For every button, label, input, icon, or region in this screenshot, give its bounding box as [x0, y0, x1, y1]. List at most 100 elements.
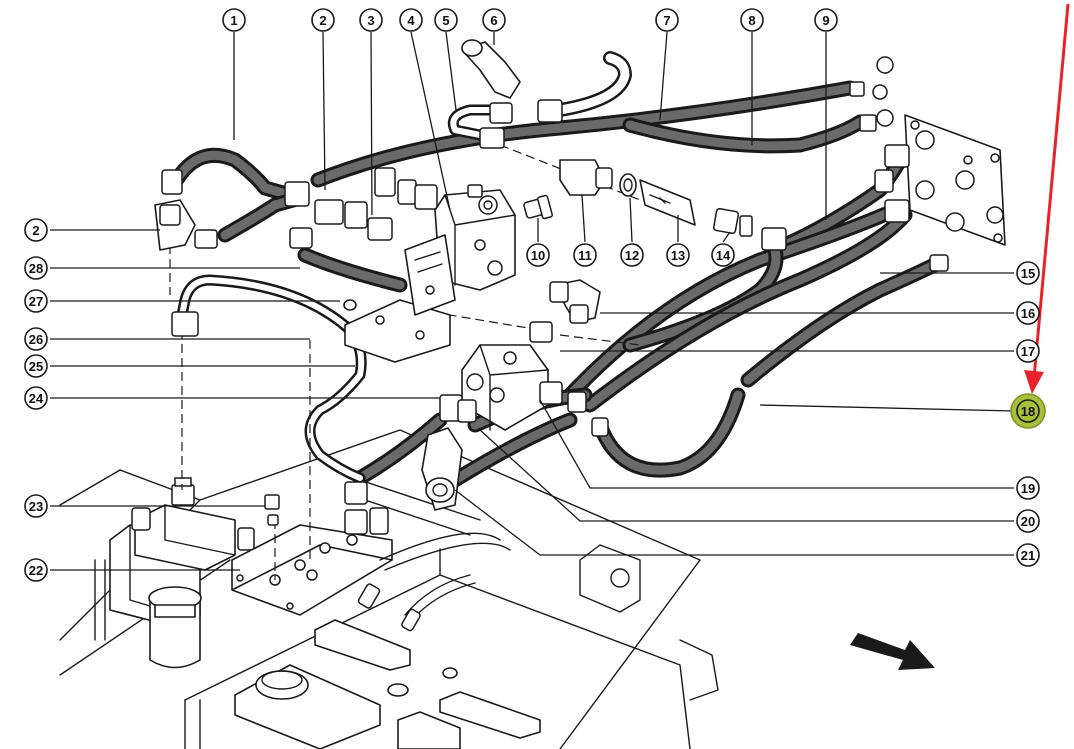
callout-11: 11: [573, 243, 597, 267]
callout-14: 14: [711, 243, 735, 267]
callout-label: 19: [1021, 481, 1035, 496]
callout-label: 10: [531, 248, 545, 263]
callout-label: 20: [1021, 514, 1035, 529]
callout-label: 12: [625, 248, 639, 263]
leader-lines: [50, 31, 1015, 571]
callout-label: 6: [490, 13, 497, 28]
callout-label: 21: [1021, 548, 1035, 563]
callout-8: 8: [740, 8, 764, 32]
callout-label: 16: [1021, 306, 1035, 321]
tube-group: [176, 51, 632, 484]
callout-label: 8: [748, 13, 755, 28]
callout-23: 23: [24, 494, 48, 518]
callout-2: 2: [311, 8, 335, 32]
callout-circle: [1016, 261, 1040, 285]
callout-circle: [24, 354, 48, 378]
callout-label: 28: [29, 261, 43, 276]
callout-circle: [24, 218, 48, 242]
callout-circle: [222, 8, 246, 32]
callout-circle: [711, 243, 735, 267]
callout-label: 23: [29, 499, 43, 514]
port-panel: [904, 114, 1006, 246]
hose-fittings: [154, 39, 949, 632]
callout-label: 11: [578, 248, 592, 263]
callout-label: 17: [1021, 344, 1035, 359]
callout-label: 5: [442, 13, 449, 28]
callout-circle: [1016, 509, 1040, 533]
callout-1: 1: [222, 8, 246, 32]
lower-manifold: [131, 477, 255, 571]
hose-group: [170, 80, 948, 623]
machine-body: [59, 429, 719, 749]
callout-circle: [655, 8, 679, 32]
callout-15: 15: [1016, 261, 1040, 285]
callout-circle: [24, 327, 48, 351]
callout-circle: [24, 558, 48, 582]
callout-label: 3: [367, 13, 374, 28]
bottom-plates: [234, 619, 541, 749]
red-arrow-icon: [1024, 3, 1070, 394]
callout-3: 3: [359, 8, 383, 32]
callout-circle: [573, 243, 597, 267]
callout-circle: [311, 8, 335, 32]
callout-7: 7: [655, 8, 679, 32]
callout-label: 13: [671, 248, 685, 263]
callout-circle: [1016, 476, 1040, 500]
callout-label: 4: [407, 13, 415, 28]
callout-circle: [24, 256, 48, 280]
callout-9: 9: [814, 8, 838, 32]
callout-label: 22: [29, 563, 43, 578]
callout-circle: [399, 8, 423, 32]
callout-19: 19: [1016, 476, 1040, 500]
callout-label: 15: [1021, 266, 1035, 281]
callout-5: 5: [434, 8, 458, 32]
callout-label: 25: [29, 359, 43, 374]
callout-circle: [24, 289, 48, 313]
direction-arrow-icon: [850, 633, 935, 670]
callout-circle: [740, 8, 764, 32]
callout-25: 25: [24, 354, 48, 378]
callout-27: 27: [24, 289, 48, 313]
callout-22: 22: [24, 558, 48, 582]
callout-21: 21: [1016, 543, 1040, 567]
callout-label: 27: [29, 294, 43, 309]
callout-20: 20: [1016, 509, 1040, 533]
callout-6: 6: [482, 8, 506, 32]
callout-circle: [620, 243, 644, 267]
callout-circle: [666, 243, 690, 267]
callout-circle: [1016, 399, 1040, 423]
callout-circle: [434, 8, 458, 32]
callout-circle: [359, 8, 383, 32]
callout-label: 1: [230, 13, 237, 28]
callout-label: 2: [319, 13, 326, 28]
callout-label: 18: [1021, 404, 1035, 419]
callout-label: 2: [32, 223, 39, 238]
mount-bracket: [344, 234, 456, 363]
callout-label: 14: [716, 248, 731, 263]
callout-13: 13: [666, 243, 690, 267]
callout-10: 10: [526, 243, 550, 267]
callout-label: 24: [29, 391, 44, 406]
callout-label: 9: [822, 13, 829, 28]
callout-circle: [1016, 543, 1040, 567]
fittings-row: [523, 159, 753, 343]
valve-17: [461, 344, 549, 431]
callout-12: 12: [620, 243, 644, 267]
callout-circle: [1016, 301, 1040, 325]
callout-label: 26: [29, 332, 43, 347]
callout-circle: [482, 8, 506, 32]
callout-label: 7: [663, 13, 670, 28]
callout-circle: [1016, 339, 1040, 363]
callout-circle: [526, 243, 550, 267]
assembly-lines: [169, 144, 641, 580]
callout-circle: [24, 386, 48, 410]
callout-circle: [814, 8, 838, 32]
callout-26: 26: [24, 327, 48, 351]
port-plate: [231, 507, 393, 616]
callout-circle: [24, 494, 48, 518]
callout-2: 2: [24, 218, 48, 242]
callout-18: 18: [1010, 393, 1046, 429]
callout-17: 17: [1016, 339, 1040, 363]
